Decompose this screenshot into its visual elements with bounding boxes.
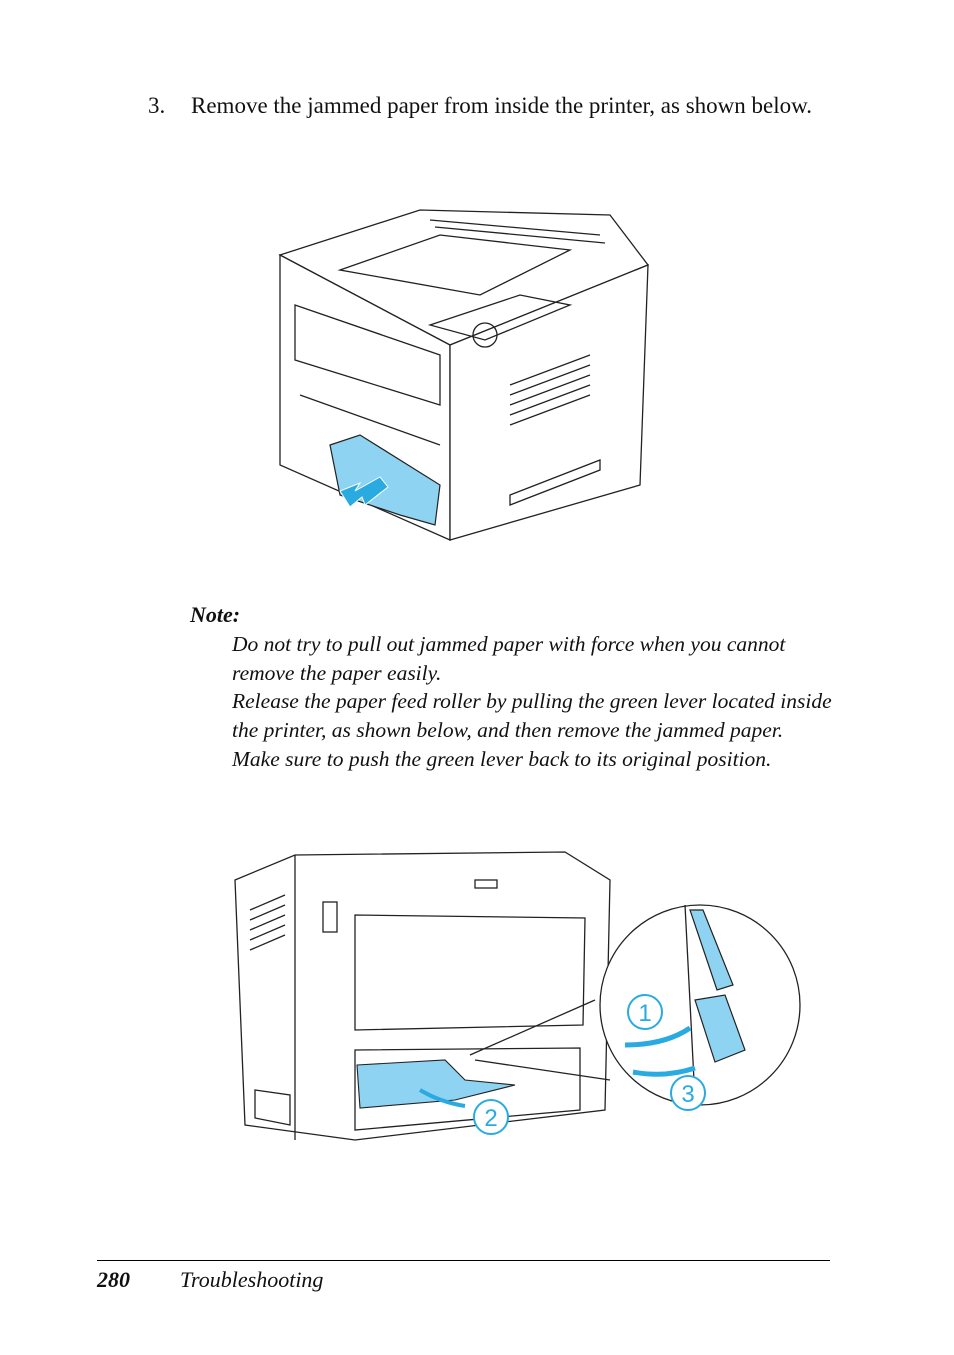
note-paragraph-2: Release the paper feed roller by pulling… <box>232 689 832 771</box>
note-title: Note: <box>190 602 241 627</box>
callout-3-label: 3 <box>681 1081 694 1108</box>
callout-1-label: 1 <box>638 1000 651 1027</box>
footer-rule <box>97 1260 830 1261</box>
note-body: Do not try to pull out jammed paper with… <box>232 630 832 774</box>
printer-jam-illustration <box>278 209 650 541</box>
callout-3 <box>670 1075 706 1111</box>
jammed-paper <box>356 1059 516 1109</box>
callout-2-label: 2 <box>484 1105 497 1132</box>
pull-arrow-icon <box>624 1025 692 1048</box>
section-title: Troubleshooting <box>180 1267 324 1292</box>
jammed-paper <box>329 434 441 526</box>
callout-1 <box>627 994 663 1030</box>
green-lever-pulled <box>694 994 746 1063</box>
pull-out-arrow-icon <box>339 476 389 508</box>
green-lever <box>689 909 734 991</box>
step-number: 3. <box>148 93 166 118</box>
page-number: 280 <box>97 1267 130 1292</box>
callout-2 <box>473 1099 509 1135</box>
step-text: Remove the jammed paper from inside the … <box>191 93 812 118</box>
push-back-arrow-icon <box>632 1065 696 1077</box>
paper-out-arrow-icon <box>418 1088 466 1108</box>
note-paragraph-1: Do not try to pull out jammed paper with… <box>232 632 786 685</box>
green-lever-illustration: 1 2 3 <box>234 851 801 1141</box>
